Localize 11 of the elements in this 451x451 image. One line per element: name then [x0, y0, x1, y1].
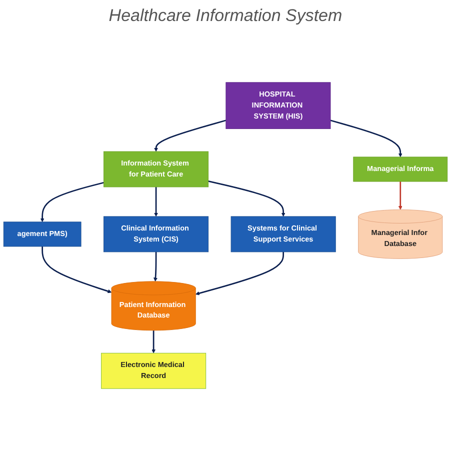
arrow: [154, 120, 226, 152]
arrow: [154, 186, 158, 217]
diagram-title: Healthcare Information System: [108, 6, 344, 26]
arrow: [398, 182, 402, 210]
arrow: [40, 182, 104, 222]
arrow: [42, 246, 112, 294]
arrow: [330, 120, 402, 158]
arrow: [195, 252, 284, 296]
arrow: [154, 252, 158, 282]
arrow: [152, 330, 156, 354]
arrow: [208, 180, 286, 217]
